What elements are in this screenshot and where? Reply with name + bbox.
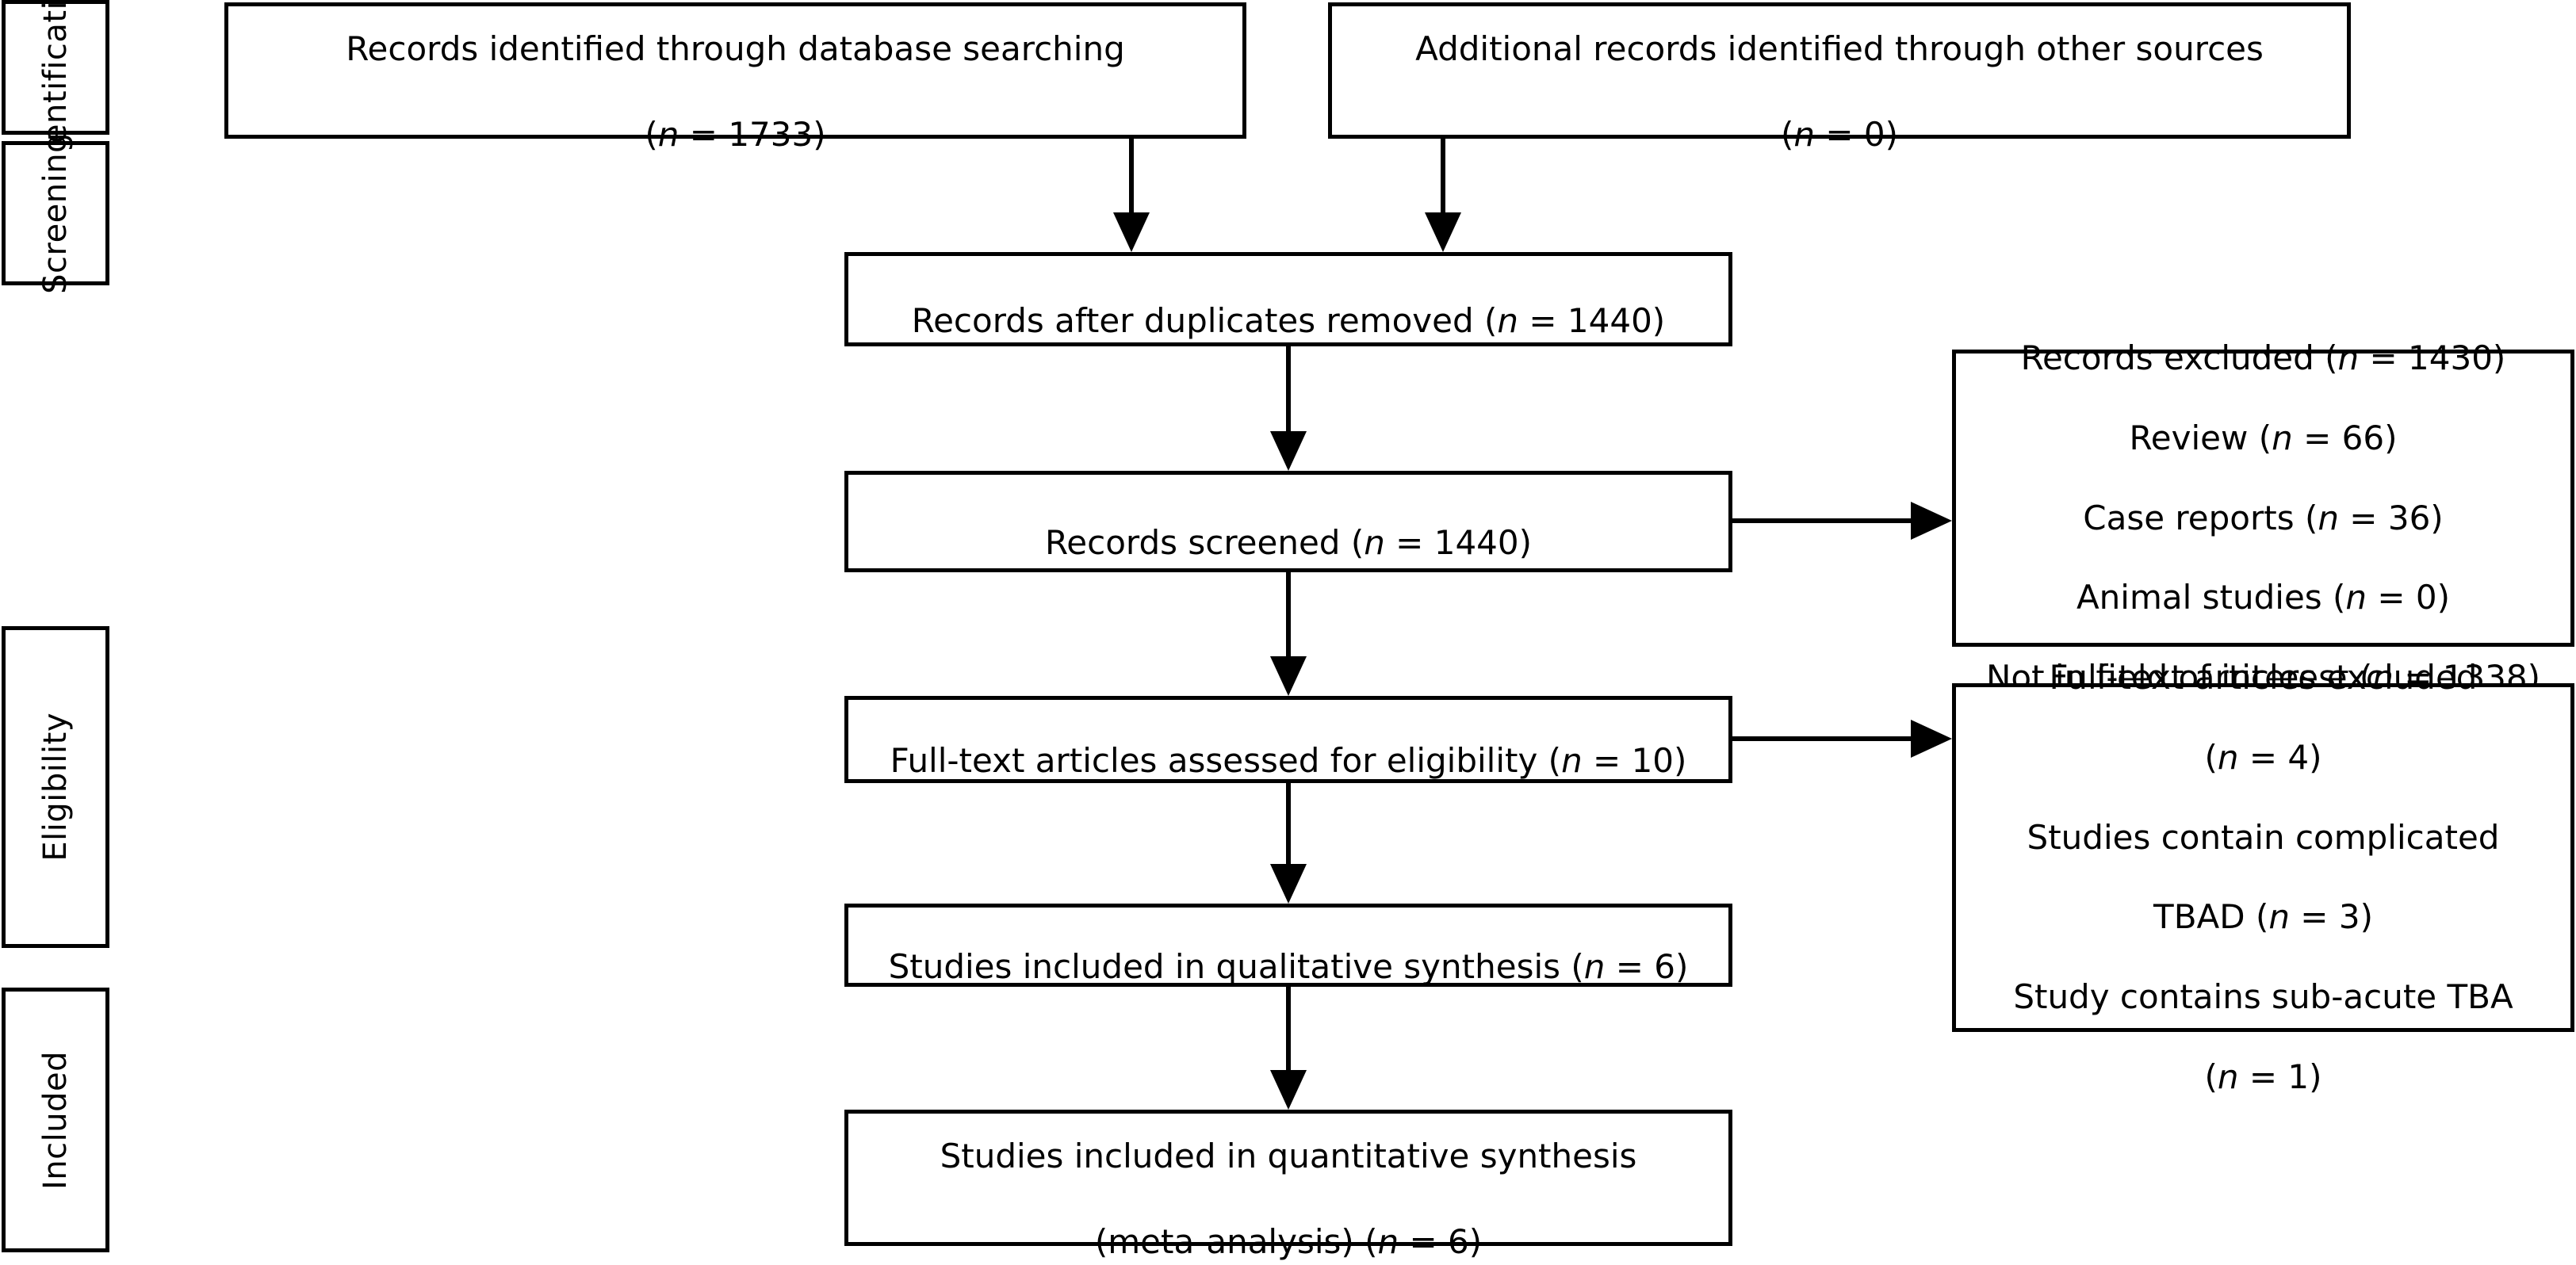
- box-records-identified-other-sources-text: Additional records identified through ot…: [1404, 0, 2275, 156]
- fulltext-assessed-count: = 10): [1582, 741, 1687, 780]
- quantitative-count: = 6): [1399, 1221, 1483, 1261]
- excluded-line-0-count: = 1430): [2359, 338, 2506, 377]
- box-records-identified-database-text: Records identified through database sear…: [335, 0, 1136, 156]
- screened-prefix: Records screened (: [1045, 523, 1365, 562]
- excluded-line-3-count: = 0): [2367, 578, 2451, 617]
- screened-count: = 1440): [1384, 523, 1532, 562]
- ft-excluded-line-1-count: = 4): [2238, 737, 2322, 777]
- duplicates-n-symbol: n: [1497, 300, 1519, 340]
- stage-label-screening: Screening: [2, 132, 109, 294]
- duplicates-prefix: Records after duplicates removed (: [911, 300, 1498, 340]
- ft-excluded-line-5-count: = 1): [2238, 1057, 2322, 1096]
- other-sources-count: = 0): [1815, 114, 1898, 154]
- box-quantitative-synthesis-text: Studies included in quantitative synthes…: [929, 1093, 1648, 1263]
- excluded-line-2-count: = 36): [2338, 498, 2444, 537]
- arrowhead-screened-to-fulltext: [1270, 656, 1307, 696]
- arrowhead-fulltext-to-qualitative: [1270, 864, 1307, 904]
- box-quantitative-synthesis: Studies included in quantitative synthes…: [844, 1110, 1732, 1261]
- screened-n-symbol: n: [1364, 523, 1385, 562]
- stage-label-eligibility: Eligibility: [2, 626, 109, 948]
- ft-excluded-line-5-n-symbol: n: [2217, 1057, 2239, 1096]
- arrowhead-other-to-duplicates: [1425, 212, 1461, 252]
- box-records-after-duplicates-removed-text: Records after duplicates removed (n = 14…: [901, 257, 1676, 342]
- stage-label-identification: Identification: [2, 0, 109, 174]
- db-search-line1: Records identified through database sear…: [346, 29, 1125, 69]
- ft-excluded-line-4-prefix: Study contains sub-acute TBA: [2013, 977, 2513, 1017]
- stage-label-screening-text: Screening: [37, 132, 74, 294]
- stage-label-included-text: Included: [37, 1050, 74, 1190]
- qualitative-n-symbol: n: [1583, 946, 1606, 986]
- arrowhead-duplicates-to-screened: [1270, 431, 1307, 471]
- stage-label-included: Included: [2, 988, 109, 1252]
- excluded-line-2-n-symbol: n: [2318, 498, 2339, 537]
- excluded-line-2-prefix: Case reports (: [2083, 498, 2318, 537]
- db-search-n-symbol: n: [657, 114, 679, 154]
- ft-excluded-line-2-prefix: Studies contain complicated: [2027, 817, 2500, 857]
- other-sources-paren-open: (: [1780, 114, 1794, 154]
- quantitative-n-symbol: n: [1377, 1221, 1399, 1261]
- other-sources-line1: Additional records identified through ot…: [1415, 29, 2264, 69]
- other-sources-n-symbol: n: [1793, 114, 1815, 154]
- ft-excluded-line-3-prefix: TBAD (: [2153, 897, 2269, 937]
- box-records-identified-database: Records identified through database sear…: [224, 2, 1246, 154]
- arrowhead-db-to-duplicates: [1113, 212, 1150, 252]
- quantitative-line1: Studies included in quantitative synthes…: [940, 1137, 1637, 1176]
- ft-excluded-line-0-prefix: Full-text articles excluded: [2049, 658, 2478, 697]
- excluded-line-0-prefix: Records excluded (: [2020, 338, 2338, 377]
- qualitative-prefix: Studies included in qualitative synthesi…: [888, 946, 1584, 986]
- excluded-line-1-n-symbol: n: [2272, 418, 2293, 457]
- arrowhead-screened-to-excluded: [1911, 502, 1952, 540]
- box-records-after-duplicates-removed: Records after duplicates removed (n = 14…: [844, 252, 1732, 346]
- ft-excluded-line-5-prefix: (: [2204, 1057, 2218, 1096]
- box-qualitative-synthesis-text: Studies included in qualitative synthesi…: [878, 903, 1700, 988]
- excluded-line-3-prefix: Animal studies (: [2076, 578, 2346, 617]
- ft-excluded-line-1-prefix: (: [2204, 737, 2218, 777]
- ft-excluded-line-3-count: = 3): [2289, 897, 2373, 937]
- arrowhead-fulltext-to-excluded: [1911, 720, 1952, 758]
- excluded-line-1-prefix: Review (: [2129, 418, 2272, 457]
- excluded-line-1-count: = 66): [2292, 418, 2398, 457]
- box-records-identified-other-sources: Additional records identified through ot…: [1328, 2, 2351, 154]
- duplicates-count: = 1440): [1518, 300, 1666, 340]
- box-qualitative-synthesis: Studies included in qualitative synthesi…: [844, 904, 1732, 987]
- fulltext-assessed-n-symbol: n: [1561, 741, 1583, 780]
- box-records-screened: Records screened (n = 1440): [844, 471, 1732, 572]
- db-search-count: = 1733): [679, 114, 826, 154]
- excluded-line-0-n-symbol: n: [2337, 338, 2360, 377]
- box-fulltext-articles-assessed-text: Full-text articles assessed for eligibil…: [879, 697, 1698, 782]
- box-records-excluded: Records excluded (n = 1430) Review (n = …: [1952, 338, 2574, 697]
- ft-excluded-line-1-n-symbol: n: [2217, 737, 2239, 777]
- quantitative-line2-prefix: (meta-analysis) (: [1094, 1221, 1378, 1261]
- box-fulltext-articles-excluded-text: Full-text articles excluded (n = 4) Stud…: [2002, 618, 2524, 1098]
- box-fulltext-articles-excluded: Full-text articles excluded (n = 4) Stud…: [1952, 658, 2574, 1096]
- ft-excluded-line-3-n-symbol: n: [2268, 897, 2290, 937]
- excluded-line-3-n-symbol: n: [2345, 578, 2367, 617]
- box-records-screened-text: Records screened (n = 1440): [1034, 479, 1543, 564]
- box-fulltext-articles-assessed: Full-text articles assessed for eligibil…: [844, 696, 1732, 783]
- qualitative-count: = 6): [1605, 946, 1689, 986]
- fulltext-assessed-prefix: Full-text articles assessed for eligibil…: [890, 741, 1562, 780]
- stage-label-eligibility-text: Eligibility: [37, 713, 74, 862]
- db-search-paren-open: (: [645, 114, 658, 154]
